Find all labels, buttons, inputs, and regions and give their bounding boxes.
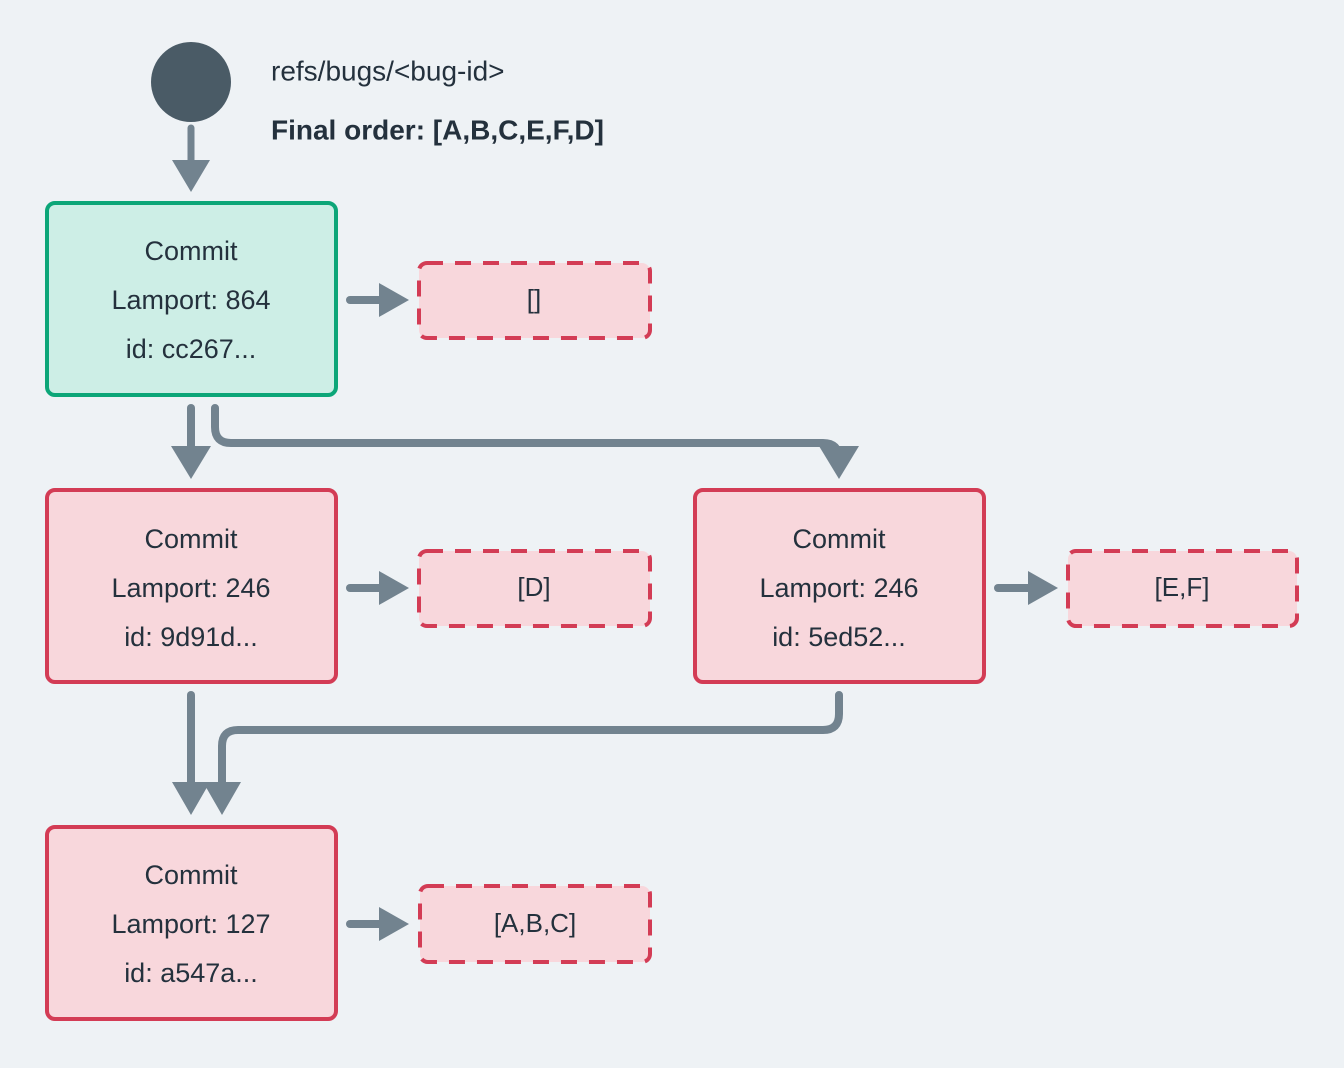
commit-node-9d91d-line2: Lamport: 246: [111, 573, 270, 603]
commit-node-a547a-box: [45, 825, 338, 1021]
edge-cc267-to-5ed52: [211, 404, 859, 479]
commit-node-5ed52[interactable]: Commit Lamport: 246 id: 5ed52...: [693, 488, 986, 684]
root-dot-icon: [151, 42, 231, 122]
edge-a547a-to-ops: [346, 907, 409, 941]
commit-node-5ed52-box: [693, 488, 986, 684]
commit-node-9d91d[interactable]: Commit Lamport: 246 id: 9d91d...: [45, 488, 338, 684]
ops-label-a547a-box: [418, 884, 652, 964]
commit-node-9d91d-line3: id: 9d91d...: [124, 622, 258, 652]
ops-label-5ed52-box: [1066, 549, 1299, 628]
final-order-label: Final order: [A,B,C,E,F,D]: [271, 114, 604, 145]
arrowhead-icon: [379, 283, 409, 317]
commit-node-a547a-line3: id: a547a...: [124, 958, 258, 988]
ops-label-9d91d-text: [D]: [517, 572, 550, 602]
ops-label-a547a-text: [A,B,C]: [494, 908, 576, 938]
ops-label-cc267-text: []: [527, 284, 541, 314]
commit-node-9d91d-box: [45, 488, 338, 684]
commit-node-cc267-box: [45, 201, 338, 397]
commit-node-a547a[interactable]: Commit Lamport: 127 id: a547a...: [45, 825, 338, 1021]
arrowhead-icon: [379, 571, 409, 605]
commit-node-5ed52-line1: Commit: [793, 524, 886, 554]
commit-node-cc267-line2: Lamport: 864: [111, 285, 270, 315]
ops-label-cc267-box: [417, 261, 652, 340]
commit-node-cc267-line3: id: cc267...: [126, 334, 257, 364]
arrowhead-icon: [379, 907, 409, 941]
ops-label-a547a: [A,B,C]: [418, 884, 652, 964]
ops-label-5ed52: [E,F]: [1066, 549, 1299, 628]
commit-node-a547a-line1: Commit: [145, 860, 238, 890]
commit-node-a547a-line2: Lamport: 127: [111, 909, 270, 939]
arrowhead-icon: [203, 782, 241, 815]
ops-label-9d91d-box: [417, 549, 652, 628]
ops-label-5ed52-text: [E,F]: [1155, 572, 1210, 602]
commit-node-9d91d-line1: Commit: [145, 524, 238, 554]
arrowhead-icon: [819, 446, 859, 479]
arrowhead-icon: [1028, 571, 1058, 605]
arrowhead-icon: [171, 446, 211, 479]
commit-node-5ed52-line2: Lamport: 246: [759, 573, 918, 603]
arrowhead-icon: [172, 160, 210, 192]
commit-node-cc267-line1: Commit: [145, 236, 238, 266]
edge-root-to-cc267: [172, 124, 210, 192]
commit-node-5ed52-line3: id: 5ed52...: [772, 622, 906, 652]
ops-label-cc267: []: [417, 261, 652, 340]
edge-cc267-to-ops: [346, 283, 409, 317]
commit-node-cc267[interactable]: Commit Lamport: 864 id: cc267...: [45, 201, 338, 397]
ref-title: refs/bugs/<bug-id>: [271, 55, 505, 86]
edge-cc267-to-9d91d: [171, 404, 211, 479]
ops-label-9d91d: [D]: [417, 549, 652, 628]
edge-5ed52-to-a547a: [203, 691, 843, 815]
arrowhead-icon: [172, 782, 210, 815]
edge-9d91d-to-ops: [346, 571, 409, 605]
edge-9d91d-to-a547a: [172, 691, 210, 815]
edge-5ed52-to-ops: [994, 571, 1058, 605]
